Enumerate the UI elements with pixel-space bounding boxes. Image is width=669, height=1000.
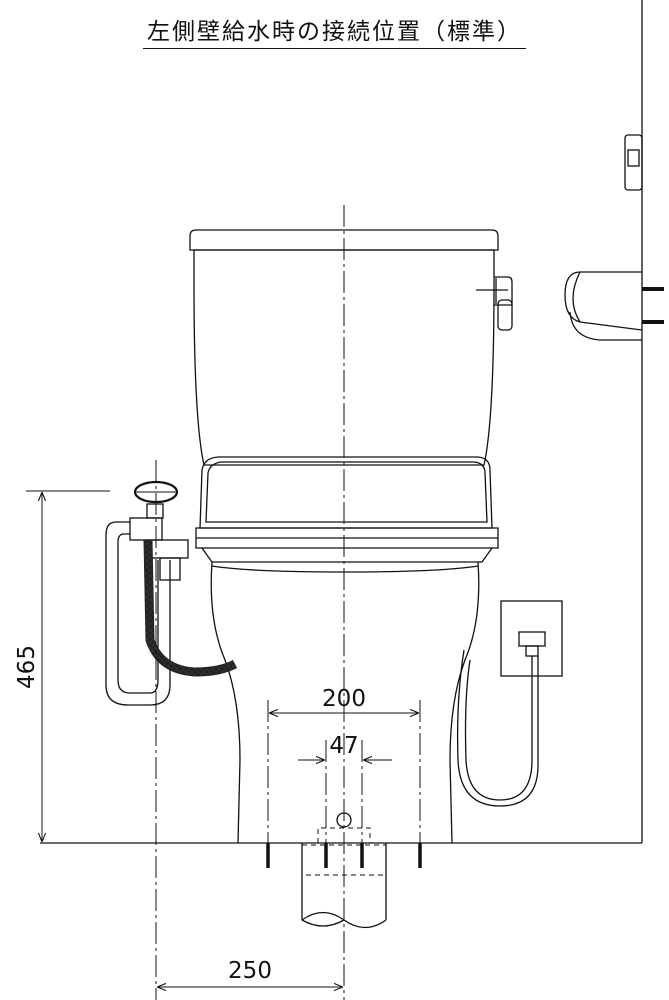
dim-label-200: 200 [322,686,366,712]
dim-label-47: 47 [329,733,358,759]
wall-switch [624,134,643,191]
dim-label-465: 465 [14,645,40,689]
water-supply-assembly [105,480,238,706]
diagram-title-text: 左側壁給水時の接続位置（標準） [143,19,526,49]
toilet-seat [195,456,499,563]
anchor-bolts [266,843,422,868]
toilet-bowl [210,561,480,844]
paper-holder [564,271,664,341]
controller-box [456,600,563,807]
toilet-tank [189,229,513,466]
diagram-title: 左側壁給水時の接続位置（標準） [0,12,669,49]
dim-label-250: 250 [228,958,272,984]
